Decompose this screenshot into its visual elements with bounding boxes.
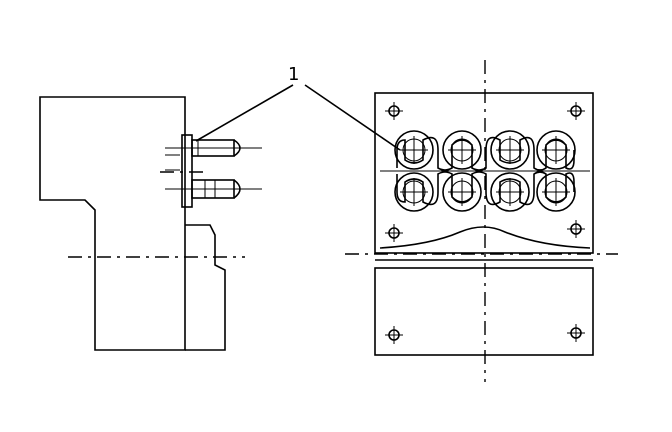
cavity-boss [442, 130, 482, 170]
serpentine-channels [396, 136, 575, 206]
cavity-boss [536, 172, 576, 212]
side-view-mounting-plate [181, 134, 193, 208]
front-view-upper-plate [374, 92, 594, 254]
side-view-body-outline [39, 96, 186, 351]
cavity-boss [536, 130, 576, 170]
bolt-hole-mid-left [385, 224, 403, 242]
bolt-hole-mid-right [567, 220, 585, 238]
front-view [374, 92, 594, 356]
bolt-hole-bottom-right [567, 324, 585, 342]
bolt-hole-bottom-left [385, 326, 403, 344]
side-view-lower-block [185, 224, 226, 351]
callout-leader-right [304, 84, 401, 151]
callout-label: 1 [288, 64, 299, 85]
bolt-hole-top-right [567, 102, 585, 120]
cavity-boss [490, 172, 530, 212]
serpentine-channel-upper [396, 136, 575, 171]
callout-leader-left [195, 84, 294, 142]
lower-pin [165, 169, 262, 199]
callout: 1 [195, 64, 401, 151]
corner-bolt-holes [385, 102, 585, 344]
front-view-arch [379, 226, 591, 249]
serpentine-channel-lower [396, 171, 575, 206]
side-view [39, 96, 262, 351]
bolt-hole-top-left [385, 102, 403, 120]
upper-pin [165, 139, 262, 157]
cavity-boss [442, 172, 482, 212]
front-view-lower-plate [374, 267, 594, 356]
